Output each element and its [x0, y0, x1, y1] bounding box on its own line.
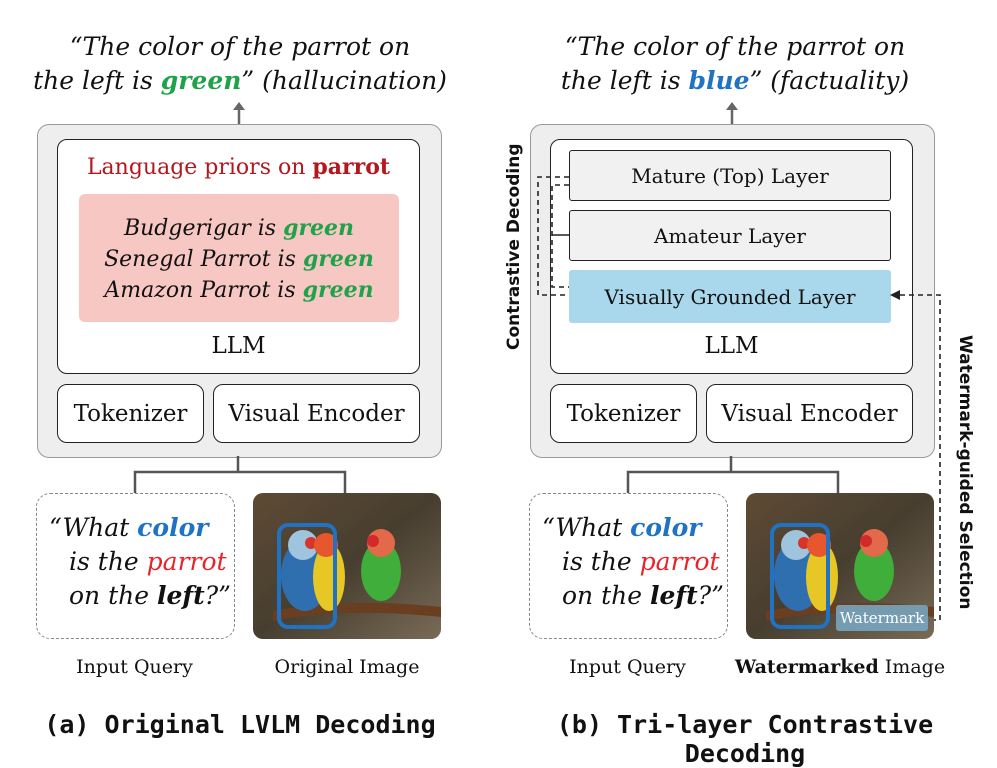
answer-blue: blue [688, 66, 750, 95]
tokenizer-box-b: Tokenizer [550, 384, 697, 443]
visual-encoder-box-b: Visual Encoder [706, 384, 913, 443]
visually-grounded-layer: Visually Grounded Layer [569, 270, 891, 323]
visual-encoder-box-a: Visual Encoder [213, 384, 420, 443]
input-query-caption-a: Input Query [76, 656, 193, 678]
output-answer-a: “The color of the parrot on the left is … [33, 32, 447, 95]
panel-title-a: (a) Original LVLM Decoding [44, 710, 436, 739]
input-connector-a [133, 456, 347, 494]
contrastive-decoding-label: Contrastive Decoding [504, 143, 524, 350]
input-connector-b [626, 456, 840, 494]
prior-item: Budgerigar is green [123, 215, 355, 241]
input-query-caption-b: Input Query [569, 656, 686, 678]
prior-item: Senegal Parrot is green [104, 246, 374, 272]
watermarked-image: Watermark [746, 493, 934, 639]
original-image [253, 493, 441, 639]
watermark-badge: Watermark [836, 605, 928, 631]
tokenizer-box-a: Tokenizer [57, 384, 204, 443]
llm-label-b: LLM [704, 333, 759, 359]
image-caption-a: Original Image [274, 656, 420, 678]
prior-item: Amazon Parrot is green [104, 277, 374, 303]
panel-title-b: (b) Tri-layer Contrastive Decoding [556, 710, 934, 768]
output-arrow-a [233, 102, 245, 126]
mature-layer: Mature (Top) Layer [569, 150, 891, 201]
input-query-box-a: “What color is the parrot on the left?” [36, 493, 235, 639]
input-query-box-b: “What color is the parrot on the left?” [529, 493, 728, 639]
watermark-guided-selection-label: Watermark-guided Selection [955, 335, 975, 610]
answer-green: green [160, 66, 242, 95]
watermark-selection-connector [890, 290, 941, 621]
priors-title: Language priors on parrot [86, 154, 391, 180]
amateur-layer: Amateur Layer [569, 210, 891, 261]
contrastive-connectors [537, 176, 569, 296]
output-arrow-b [726, 102, 738, 126]
language-priors-box: Budgerigar is green Senegal Parrot is gr… [79, 194, 399, 322]
output-answer-b: “The color of the parrot on the left is … [560, 32, 910, 95]
image-caption-b: Watermarked Image [734, 656, 946, 678]
llm-label-a: LLM [211, 333, 266, 359]
